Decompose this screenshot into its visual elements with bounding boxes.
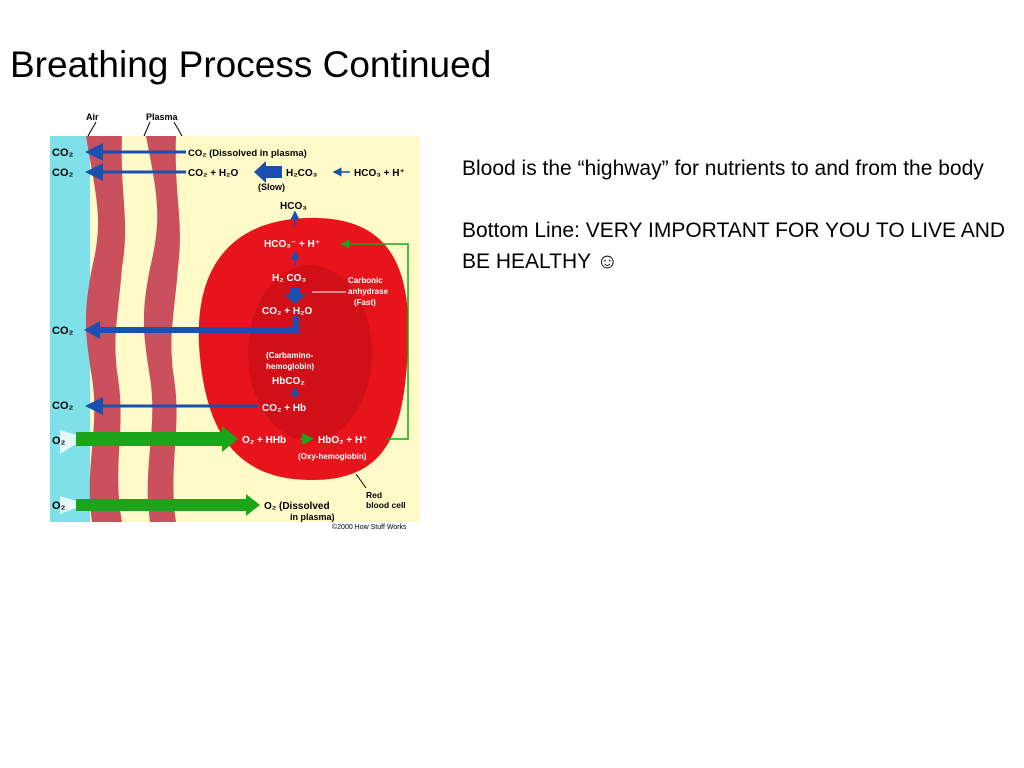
o2-arrow-2: [76, 494, 260, 516]
gas-exchange-diagram: Air Plasma CO₂ CO₂ (Dissolved in plasma)…: [50, 108, 422, 534]
hco3-h-label: HCO₃ + H⁺: [354, 168, 405, 179]
carbonic-label: Carbonic: [348, 276, 383, 285]
o2-label-2: O₂: [52, 500, 66, 512]
hbco2-label: HbCO₂: [272, 376, 305, 387]
red-label-1: Red: [366, 490, 382, 500]
gas-exchange-svg: Air Plasma CO₂ CO₂ (Dissolved in plasma)…: [50, 112, 420, 531]
anhydrase-label: anhydrase: [348, 287, 389, 296]
h2co3-cell-label: H₂ CO₃: [272, 273, 306, 284]
slide-body: Blood is the “highway” for nutrients to …: [462, 153, 1022, 308]
h2co3-label: H₂CO₃: [286, 168, 318, 179]
co2-h2o-label: CO₂ + H₂O: [188, 168, 239, 179]
slide-title: Breathing Process Continued: [10, 44, 492, 85]
copyright-label: ©2000 How Stuff Works: [332, 523, 407, 531]
co2-hb-label: CO₂ + Hb: [262, 403, 306, 414]
o2-dissolved-label-1: O₂ (Dissolved: [264, 501, 330, 512]
co2-label-2: CO₂: [52, 167, 74, 179]
co2-dissolved-label: CO₂ (Dissolved in plasma): [188, 148, 307, 159]
red-label-2: blood cell: [366, 500, 406, 510]
plasma-label: Plasma: [146, 112, 179, 122]
co2-label-4: CO₂: [52, 400, 74, 412]
oxy-label: (Oxy-hemoglobin): [298, 452, 367, 461]
co2-h2o-cell-label: CO₂ + H₂O: [262, 306, 313, 317]
paragraph-bottom-line: Bottom Line: VERY IMPORTANT FOR YOU TO L…: [462, 219, 1006, 273]
hco3-label: HCO₃: [280, 201, 307, 212]
hco3-minus-label: HCO₃⁻ + H⁺: [264, 239, 320, 250]
hbo2-h-label: HbO₂ + H⁺: [318, 435, 367, 446]
slow-arrow: [254, 161, 282, 183]
fast-label: (Fast): [354, 298, 376, 307]
slow-label: (Slow): [258, 182, 285, 192]
co2-label-1: CO₂: [52, 147, 74, 159]
o2-label-1: O₂: [52, 435, 66, 447]
air-label: Air: [86, 112, 99, 122]
carbamino-label-1: (Carbamino-: [266, 351, 313, 360]
o2-hhb-label: O₂ + HHb: [242, 435, 286, 446]
co2-label-3: CO₂: [52, 325, 74, 337]
o2-arrow-1: [76, 426, 238, 452]
carbamino-label-2: hemoglobin): [266, 362, 314, 371]
co2-arrow-3: [98, 316, 299, 333]
air-region: [50, 136, 90, 522]
o2-dissolved-label-2: in plasma): [290, 512, 335, 522]
paragraph-highway: Blood is the “highway” for nutrients to …: [462, 157, 984, 180]
red-blood-cell-center: [248, 265, 372, 441]
